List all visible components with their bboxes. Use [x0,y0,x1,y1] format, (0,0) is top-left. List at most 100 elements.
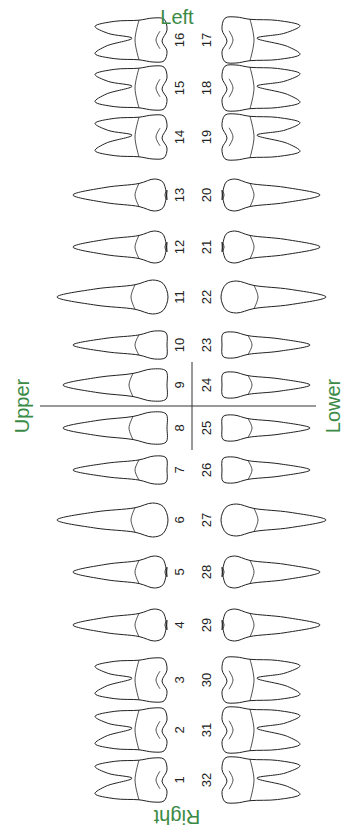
tooth-drawing [222,114,300,160]
tooth-number: 5 [173,568,186,575]
tooth-number: 2 [173,726,186,733]
tooth-drawing [57,280,168,314]
tooth-line [250,759,254,800]
tooth-outline [73,556,167,588]
tooth-outline [222,114,300,160]
tooth-number: 25 [200,421,213,435]
tooth-outline [222,65,300,111]
tooth-line [135,235,139,258]
tooth-line [254,508,258,531]
tooth-outline [222,17,300,63]
tooth-drawing [73,331,167,359]
tooth-drawing [95,758,167,802]
tooth-line [131,508,135,532]
tooth-drawing [73,609,167,641]
tooth-line [156,128,160,146]
tooth-drawing [73,231,167,263]
tooth-outline [222,415,310,441]
tooth-line [135,117,139,157]
tooth-outline [95,658,167,702]
tooth-number: 24 [200,378,213,392]
tooth-number: 9 [173,381,186,388]
tooth-number: 16 [173,33,186,47]
tooth-outline [222,372,310,398]
tooth-number: 14 [173,130,186,144]
tooth-line [250,659,254,700]
side-label: Left [160,7,193,27]
tooth-line [156,771,160,789]
tooth-line [135,183,139,206]
tooth-line [250,560,254,583]
tooth-number: 32 [200,773,213,787]
tooth-outline [222,657,300,703]
tooth-number: 20 [200,188,213,202]
tooth-outline [63,412,167,444]
tooth-number: 30 [200,673,213,687]
tooth-drawing [73,179,167,211]
tooth-outline [95,115,167,159]
tooth-line [250,183,254,206]
tooth-number: 29 [200,618,213,632]
tooth-line [131,285,135,309]
tooth-line [129,373,133,396]
tooth-drawing [222,415,310,441]
tooth-outline [73,456,167,484]
tooth-drawing [222,332,310,358]
tooth-drawing [95,115,167,159]
tooth-number: 6 [173,516,186,523]
tooth-outline [222,332,310,358]
tooth-line [156,721,160,739]
tooth-line [250,613,254,636]
tooth-outline [222,179,320,211]
tooth-line [129,416,133,439]
tooth-drawing [222,609,320,641]
tooth-number: 19 [200,130,213,144]
tooth-outline [222,556,320,588]
arch-label: Upper [12,379,32,433]
tooth-line [156,79,160,97]
tooth-line [135,20,139,60]
midline [40,406,316,407]
tooth-line [250,709,254,750]
tooth-line [135,460,139,480]
tooth-outline [95,758,167,802]
tooth-drawing [63,412,167,444]
tooth-line [229,79,233,97]
tooth-outline [73,179,167,211]
tooth-outline [63,369,167,401]
tooth-number: 4 [173,621,186,628]
tooth-drawing [222,179,320,211]
tooth-number: 27 [200,513,213,527]
tooth-number: 23 [200,338,213,352]
tooth-number: 12 [173,240,186,254]
tooth-line [248,419,252,438]
tooth-drawing [95,658,167,702]
tooth-line [229,31,233,49]
tooth-drawing [222,757,300,803]
tooth-line [229,771,233,789]
tooth-drawing [73,456,167,484]
tooth-drawing [222,657,300,703]
tooth-drawing [73,556,167,588]
tooth-line [254,285,258,308]
tooth-line [248,336,252,355]
tooth-outline [222,609,320,641]
tooth-drawing [222,707,300,753]
tooth-number: 10 [173,338,186,352]
tooth-outline [222,231,320,263]
tooth-number: 13 [173,188,186,202]
tooth-number: 26 [200,463,213,477]
tooth-number: 31 [200,723,213,737]
tooth-number: 17 [200,33,213,47]
tooth-line [229,721,233,739]
tooth-drawing [222,65,300,111]
tooth-outline [222,457,310,483]
tooth-number: 1 [173,776,186,783]
tooth-drawing [222,231,320,263]
arch-label: Lower [323,379,343,433]
tooth-line [250,116,254,157]
tooth-outline [222,707,300,753]
tooth-outline [73,609,167,641]
tooth-outline [73,231,167,263]
